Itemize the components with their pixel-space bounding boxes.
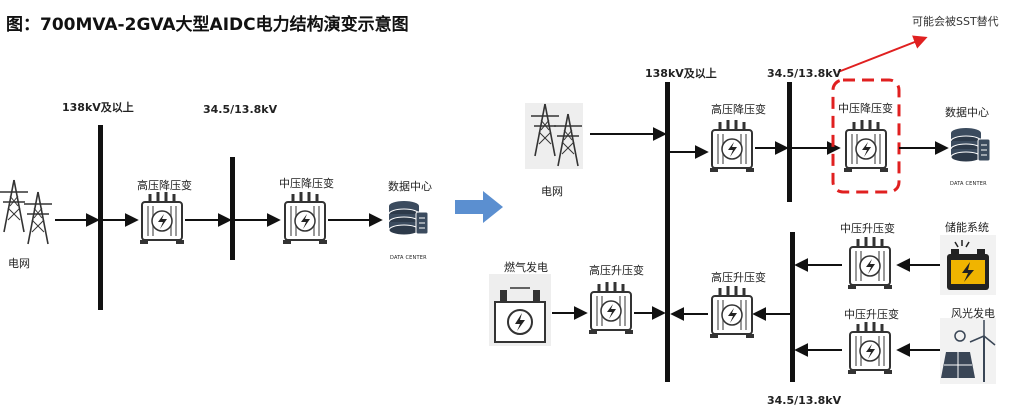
right-mv-stepup-renew-label: 中压升压变 — [844, 308, 899, 321]
sst-highlight-box — [831, 78, 901, 194]
right-grid-icon — [525, 103, 583, 169]
renewables-icon — [940, 318, 996, 384]
sst-note-label: 可能会被SST替代 — [912, 15, 999, 28]
right-mv-stepup-storage-label: 中压升压变 — [840, 222, 895, 235]
left-hv-transformer-icon — [138, 190, 186, 246]
right-bus-mid-top — [787, 82, 792, 202]
right-mv-stepup-renew-icon — [846, 320, 894, 376]
storage-icon — [940, 235, 996, 295]
left-mv-transformer-icon — [281, 190, 329, 246]
right-hv-stepdown-icon — [708, 118, 756, 174]
right-bus-high-label: 138kV及以上 — [645, 67, 717, 80]
right-hv-stepup-label: 高压升压变 — [711, 271, 766, 284]
right-data-center-icon — [950, 127, 991, 163]
gas-generator-label: 燃气发电 — [504, 261, 548, 274]
left-data-center-logo-text: DATA CENTER — [390, 255, 427, 261]
renewables-label: 风光发电 — [951, 307, 995, 320]
right-bus-mid-bottom — [790, 232, 795, 382]
left-bus-mid — [230, 157, 235, 260]
left-mv-transformer-label: 中压降压变 — [279, 177, 334, 190]
gas-generator-icon — [489, 274, 551, 346]
left-data-center-label: 数据中心 — [388, 180, 432, 193]
right-hv-stepup-gas-label: 高压升压变 — [589, 264, 644, 277]
left-data-center-icon — [388, 200, 429, 236]
storage-label: 储能系统 — [945, 221, 989, 234]
right-hv-stepup-icon — [708, 284, 756, 340]
sst-pointer-arrow — [837, 35, 928, 73]
right-data-center-logo-text: DATA CENTER — [950, 181, 987, 187]
right-bus-mid-bottom-label: 34.5/13.8kV — [767, 394, 842, 407]
right-mv-stepup-storage-icon — [846, 235, 894, 291]
right-hv-stepup-gas-icon — [587, 280, 635, 336]
left-grid-label: 电网 — [8, 257, 30, 270]
right-data-center-label: 数据中心 — [945, 106, 989, 119]
right-bus-mid-top-label: 34.5/13.8kV — [767, 67, 842, 80]
right-mv-stepdown-icon — [842, 118, 890, 174]
left-bus-mid-label: 34.5/13.8kV — [203, 103, 278, 116]
left-hv-transformer-label: 高压降压变 — [137, 179, 192, 192]
left-grid-icon — [0, 179, 53, 245]
page-title: 图：700MVA-2GVA大型AIDC电力结构演变示意图 — [6, 15, 409, 35]
right-grid-label: 电网 — [541, 185, 563, 198]
left-bus-high-label: 138kV及以上 — [62, 101, 134, 114]
left-bus-high — [98, 125, 103, 310]
right-hv-stepdown-label: 高压降压变 — [711, 103, 766, 116]
right-bus-high — [665, 82, 670, 382]
right-mv-stepdown-label: 中压降压变 — [838, 102, 893, 115]
transition-arrow — [455, 191, 503, 223]
